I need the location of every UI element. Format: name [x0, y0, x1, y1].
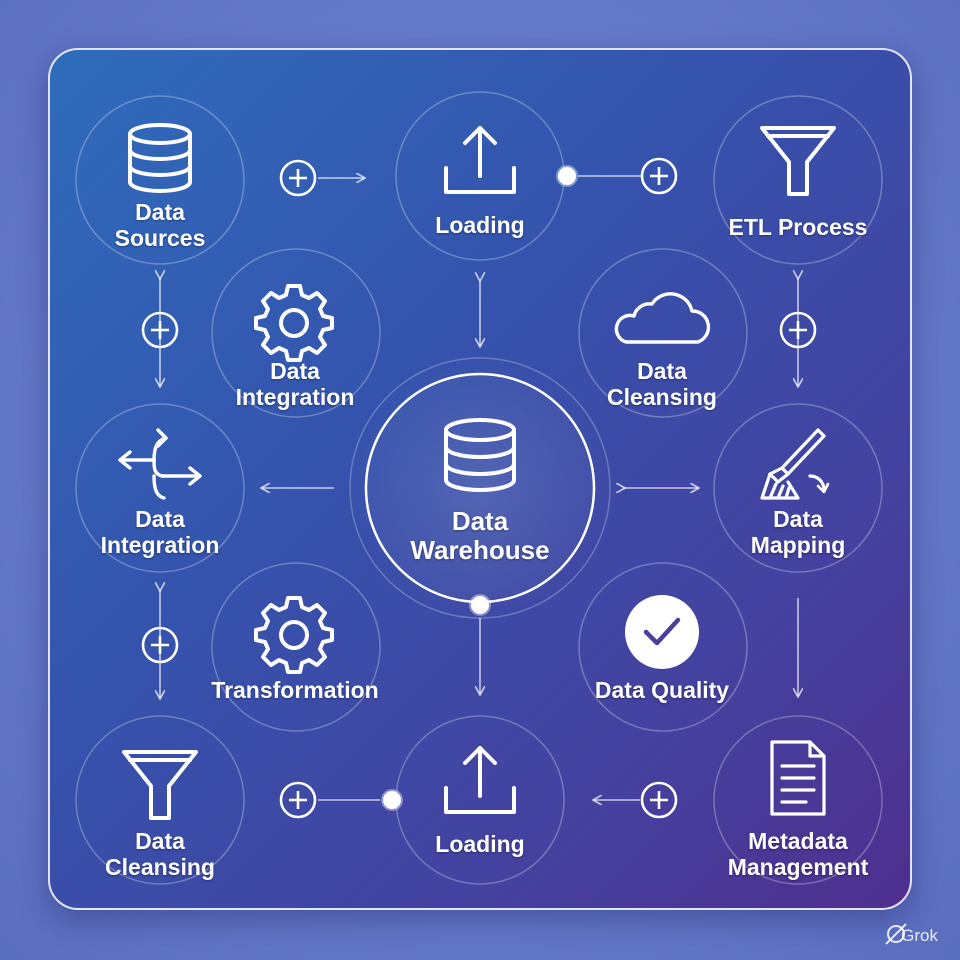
node-circle-transformation: [211, 562, 381, 732]
broom-icon: [760, 428, 830, 500]
plus-marker-7: [640, 781, 678, 819]
database-icon: [128, 123, 192, 193]
funnel-icon: [760, 126, 836, 196]
node-circle-data-cleansing-funnel: [75, 715, 245, 885]
plus-marker-1: [279, 159, 317, 197]
node-circle-data-sources: [75, 95, 245, 265]
label-data-quality: Data Quality: [594, 677, 730, 703]
node-circle-data-integration-arrows: [75, 403, 245, 573]
label-transformation: Transformation: [211, 677, 379, 703]
label-loading-top: Loading: [435, 212, 525, 238]
upload-icon: [444, 126, 516, 194]
connector-dot-loading-bottom-left: [381, 789, 403, 811]
node-circle-data-cleansing-cloud: [578, 248, 748, 418]
connector-dot-warehouse-bottom: [469, 594, 491, 616]
label-data-sources: Data Sources: [114, 199, 206, 251]
plus-marker-6: [279, 781, 317, 819]
loading-bottom-upload-icon: [444, 746, 516, 814]
label-etl-process: ETL Process: [728, 214, 868, 240]
connector-dot-loading-right: [556, 165, 578, 187]
cloud-icon: [614, 292, 711, 344]
label-data-warehouse: Data Warehouse: [410, 506, 550, 565]
label-data-integration-gear: Data Integration: [235, 358, 355, 410]
node-circle-data-mapping: [713, 403, 883, 573]
node-circle-loading-bottom: [395, 715, 565, 885]
split-arrows-icon: [118, 428, 202, 500]
brand-watermark: Grok: [875, 926, 938, 946]
document-icon: [770, 740, 826, 816]
label-data-mapping: Data Mapping: [750, 506, 846, 558]
label-metadata-management: Metadata Management: [727, 828, 869, 880]
warehouse-database-icon: [444, 418, 516, 492]
gear-icon: [254, 284, 334, 362]
label-loading-bottom: Loading: [435, 831, 525, 857]
node-circle-metadata-management: [713, 715, 883, 885]
node-circle-data-integration-gear: [211, 248, 381, 418]
plus-marker-2: [640, 157, 678, 195]
plus-marker-5: [141, 626, 179, 664]
check-circle-icon: [625, 595, 699, 669]
node-circle-etl-process: [713, 95, 883, 265]
grok-logo-icon: [885, 923, 907, 945]
plus-marker-4: [779, 311, 817, 349]
label-data-integration-arrows: Data Integration: [100, 506, 220, 558]
transformation-gear-icon: [254, 596, 334, 674]
node-circle-data-quality: [578, 562, 748, 732]
plus-marker-3: [141, 311, 179, 349]
label-data-cleansing-cloud: Data Cleansing: [607, 358, 717, 410]
label-data-cleansing-funnel: Data Cleansing: [105, 828, 215, 880]
brand-label: Grok: [901, 926, 938, 945]
cleansing-funnel-icon: [122, 750, 198, 820]
